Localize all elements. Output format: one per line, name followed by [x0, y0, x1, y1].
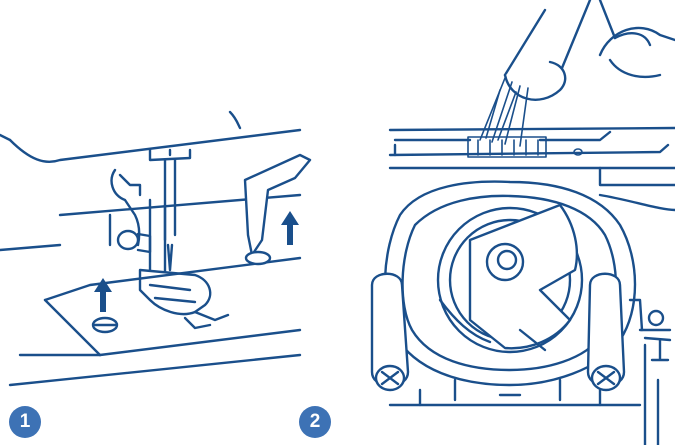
- side-screw: [649, 311, 663, 325]
- step-number-label: 1: [20, 411, 31, 433]
- needle-plate-left-edge: [45, 300, 100, 355]
- presser-foot-shank: [150, 200, 165, 275]
- left-retaining-lever: [372, 274, 408, 390]
- panel-1-presser-foot: [0, 112, 310, 385]
- raising-lever: [245, 155, 310, 255]
- machine-arm-edge: [10, 130, 300, 162]
- step-number-label: 2: [310, 411, 321, 433]
- brush-handle: [505, 62, 565, 100]
- arrow-up-icon: [281, 211, 299, 245]
- panel-2-bobbin-cleaning: [372, 0, 675, 445]
- needle-plate-front-edge: [100, 330, 300, 355]
- lever-base: [246, 252, 270, 264]
- step-number-badge: 1: [9, 406, 41, 438]
- step-number-badge: 2: [299, 406, 331, 438]
- right-retaining-lever: [588, 274, 624, 390]
- needle-bar: [165, 160, 175, 240]
- needle: [168, 245, 172, 270]
- presser-foot-screw: [118, 231, 138, 249]
- machine-bed-top: [390, 128, 675, 130]
- finger: [600, 28, 675, 55]
